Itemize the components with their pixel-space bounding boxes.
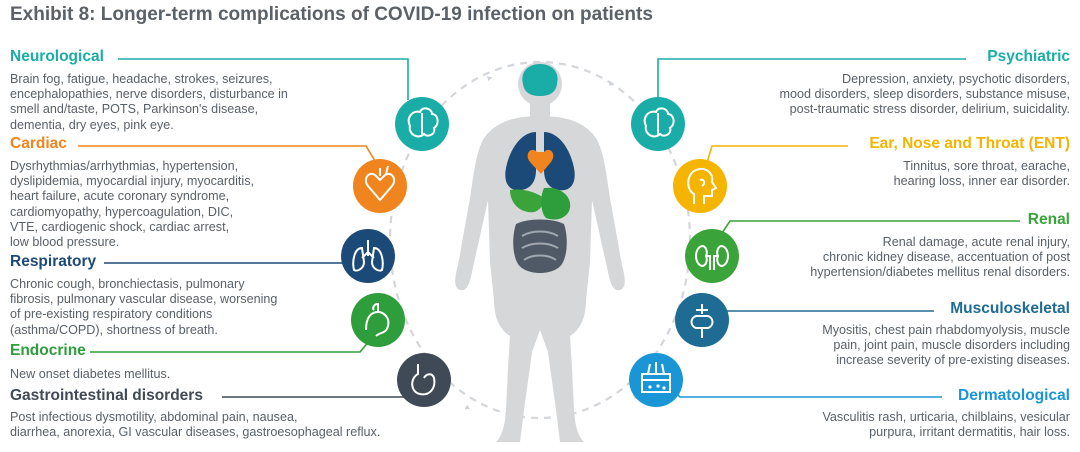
joint-icon (675, 293, 729, 347)
right-lung (544, 132, 575, 191)
pancreas-icon (351, 293, 405, 347)
heading-respiratory: Respiratory (10, 253, 97, 270)
stomach-organ (541, 187, 571, 220)
heading-endocrine: Endocrine (10, 342, 86, 359)
orbit-arrow (632, 394, 639, 400)
intestine-folds (521, 230, 559, 261)
brain-icon (631, 97, 685, 151)
orbit-arrow (486, 76, 493, 82)
desc-musculoskeletal: Myositis, chest pain rhabdomyolysis, mus… (822, 323, 1070, 368)
desc-dermatological: Vasculitis rash, urticaria, chilblains, … (822, 410, 1070, 440)
heart-organ (527, 149, 554, 174)
exhibit-title: Exhibit 8: Longer-term complications of … (10, 4, 653, 25)
heart-icon (353, 159, 407, 213)
kidneys-icon (685, 229, 739, 283)
left-lung (505, 132, 536, 191)
brain-icon (395, 97, 449, 151)
heading-renal: Renal (1027, 211, 1070, 228)
skin-icon (629, 353, 683, 407)
liver-organ (510, 189, 544, 213)
desc-gastrointestinal: Post infectious dysmotility, abdominal p… (10, 410, 381, 440)
heading-ent: Ear, Nose and Throat (ENT) (869, 135, 1070, 152)
orbit-arrow (464, 404, 471, 410)
desc-renal: Renal damage, acute renal injury, chroni… (810, 235, 1070, 280)
lungs-icon (341, 229, 395, 283)
brain-organ (522, 64, 558, 96)
heading-cardiac: Cardiac (10, 135, 67, 152)
desc-neurological: Brain fog, fatigue, headache, strokes, s… (10, 72, 288, 132)
intestines-organ (513, 219, 567, 273)
heading-musculoskeletal: Musculoskeletal (950, 300, 1070, 317)
heading-dermatological: Dermatological (958, 387, 1070, 404)
head-profile-icon (673, 159, 727, 213)
desc-ent: Tinnitus, sore throat, earache, hearing … (893, 159, 1070, 189)
heading-gastrointestinal: Gastrointestinal disorders (10, 387, 203, 404)
desc-respiratory: Chronic cough, bronchiectasis, pulmonary… (10, 277, 278, 337)
desc-psychiatric: Depression, anxiety, psychotic disorders… (779, 72, 1071, 117)
desc-endocrine: New onset diabetes mellitus. (10, 367, 171, 381)
stomach-icon (397, 353, 451, 407)
heading-psychiatric: Psychiatric (987, 48, 1070, 65)
heading-neurological: Neurological (10, 48, 104, 65)
desc-cardiac: Dysrhythmias/arrhythmias, hypertension, … (10, 159, 255, 250)
